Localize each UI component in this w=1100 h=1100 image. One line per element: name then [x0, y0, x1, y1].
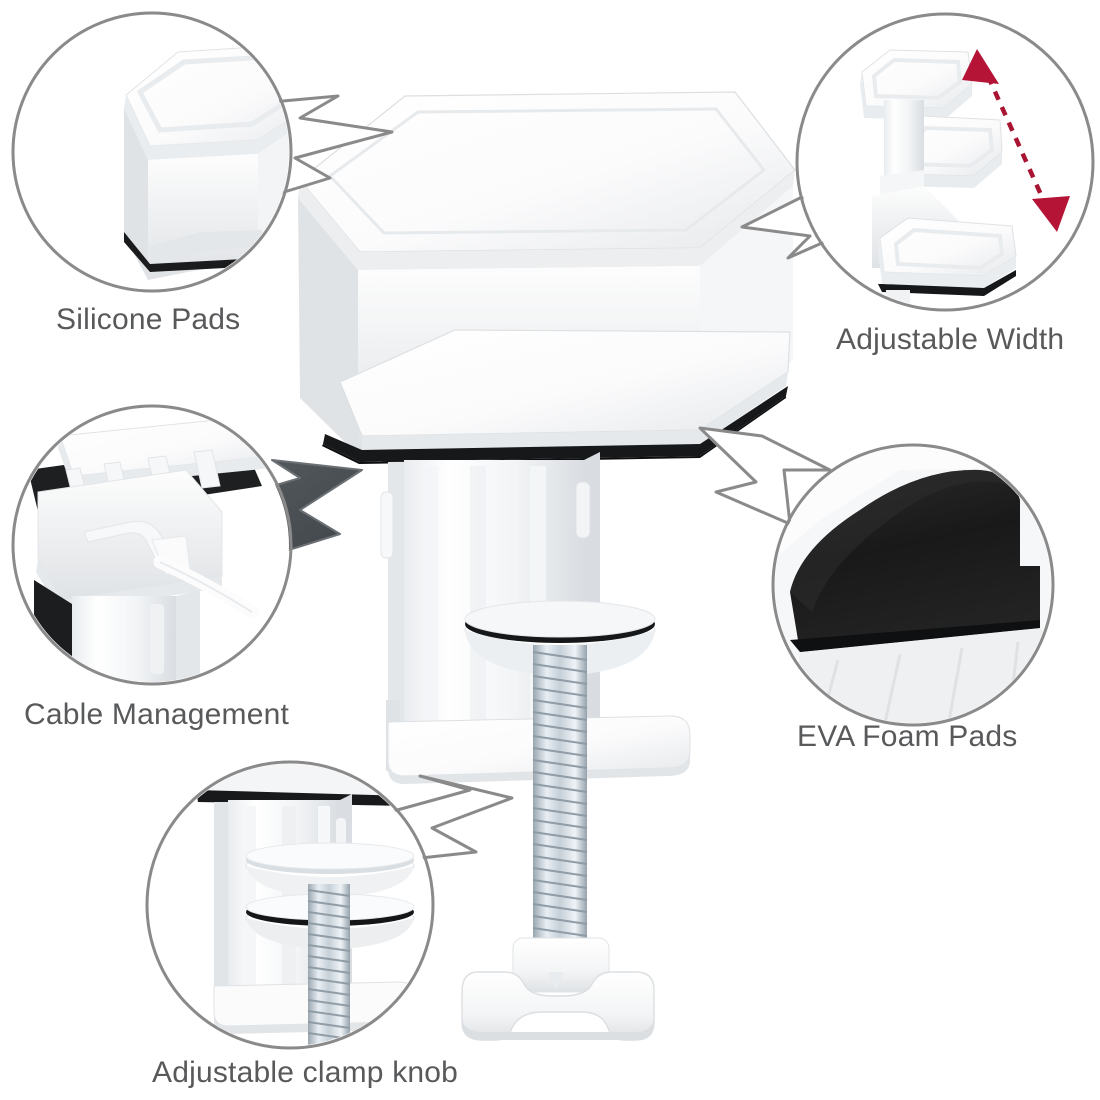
callout-ring-eva-foam-pads [771, 443, 1055, 727]
callout-ring-adjustable-width [795, 12, 1095, 312]
product-clamp-knob [461, 937, 655, 1041]
callout-adjustable-width [740, 12, 1095, 312]
product-upper-jaw [298, 91, 796, 270]
callout-cable-management [11, 404, 363, 686]
callout-silicone-pads [11, 11, 394, 293]
callout-eva-foam-pads [698, 426, 1055, 727]
caption-adjustable-clamp-knob: Adjustable clamp knob [152, 1056, 459, 1089]
product-threaded-screw [532, 645, 588, 945]
callout-tail-eva-foam-pads [698, 426, 832, 526]
callout-ring-cable-management [11, 404, 293, 686]
callout-art-eva-foam-pads [775, 447, 1051, 723]
caption-cable-management: Cable Management [24, 698, 290, 731]
caption-eva-foam-pads: EVA Foam Pads [797, 720, 1018, 753]
callout-adjustable-clamp-knob [145, 760, 514, 1050]
product-lower-jaw [322, 329, 791, 464]
callout-ring-silicone-pads [11, 11, 293, 293]
product-illustration [298, 91, 796, 1041]
callout-ring-adjustable-clamp-knob [145, 760, 435, 1050]
callout-art-adjustable-clamp-knob [149, 764, 431, 1046]
caption-silicone-pads: Silicone Pads [56, 303, 241, 336]
eva-foam-strip [323, 386, 788, 462]
callout-art-silicone-pads [15, 15, 289, 289]
adjustable-width-arrow [962, 49, 1070, 232]
callout-art-adjustable-width [799, 16, 1091, 308]
caption-adjustable-width: Adjustable Width [836, 323, 1065, 356]
callout-art-cable-management [15, 408, 289, 682]
